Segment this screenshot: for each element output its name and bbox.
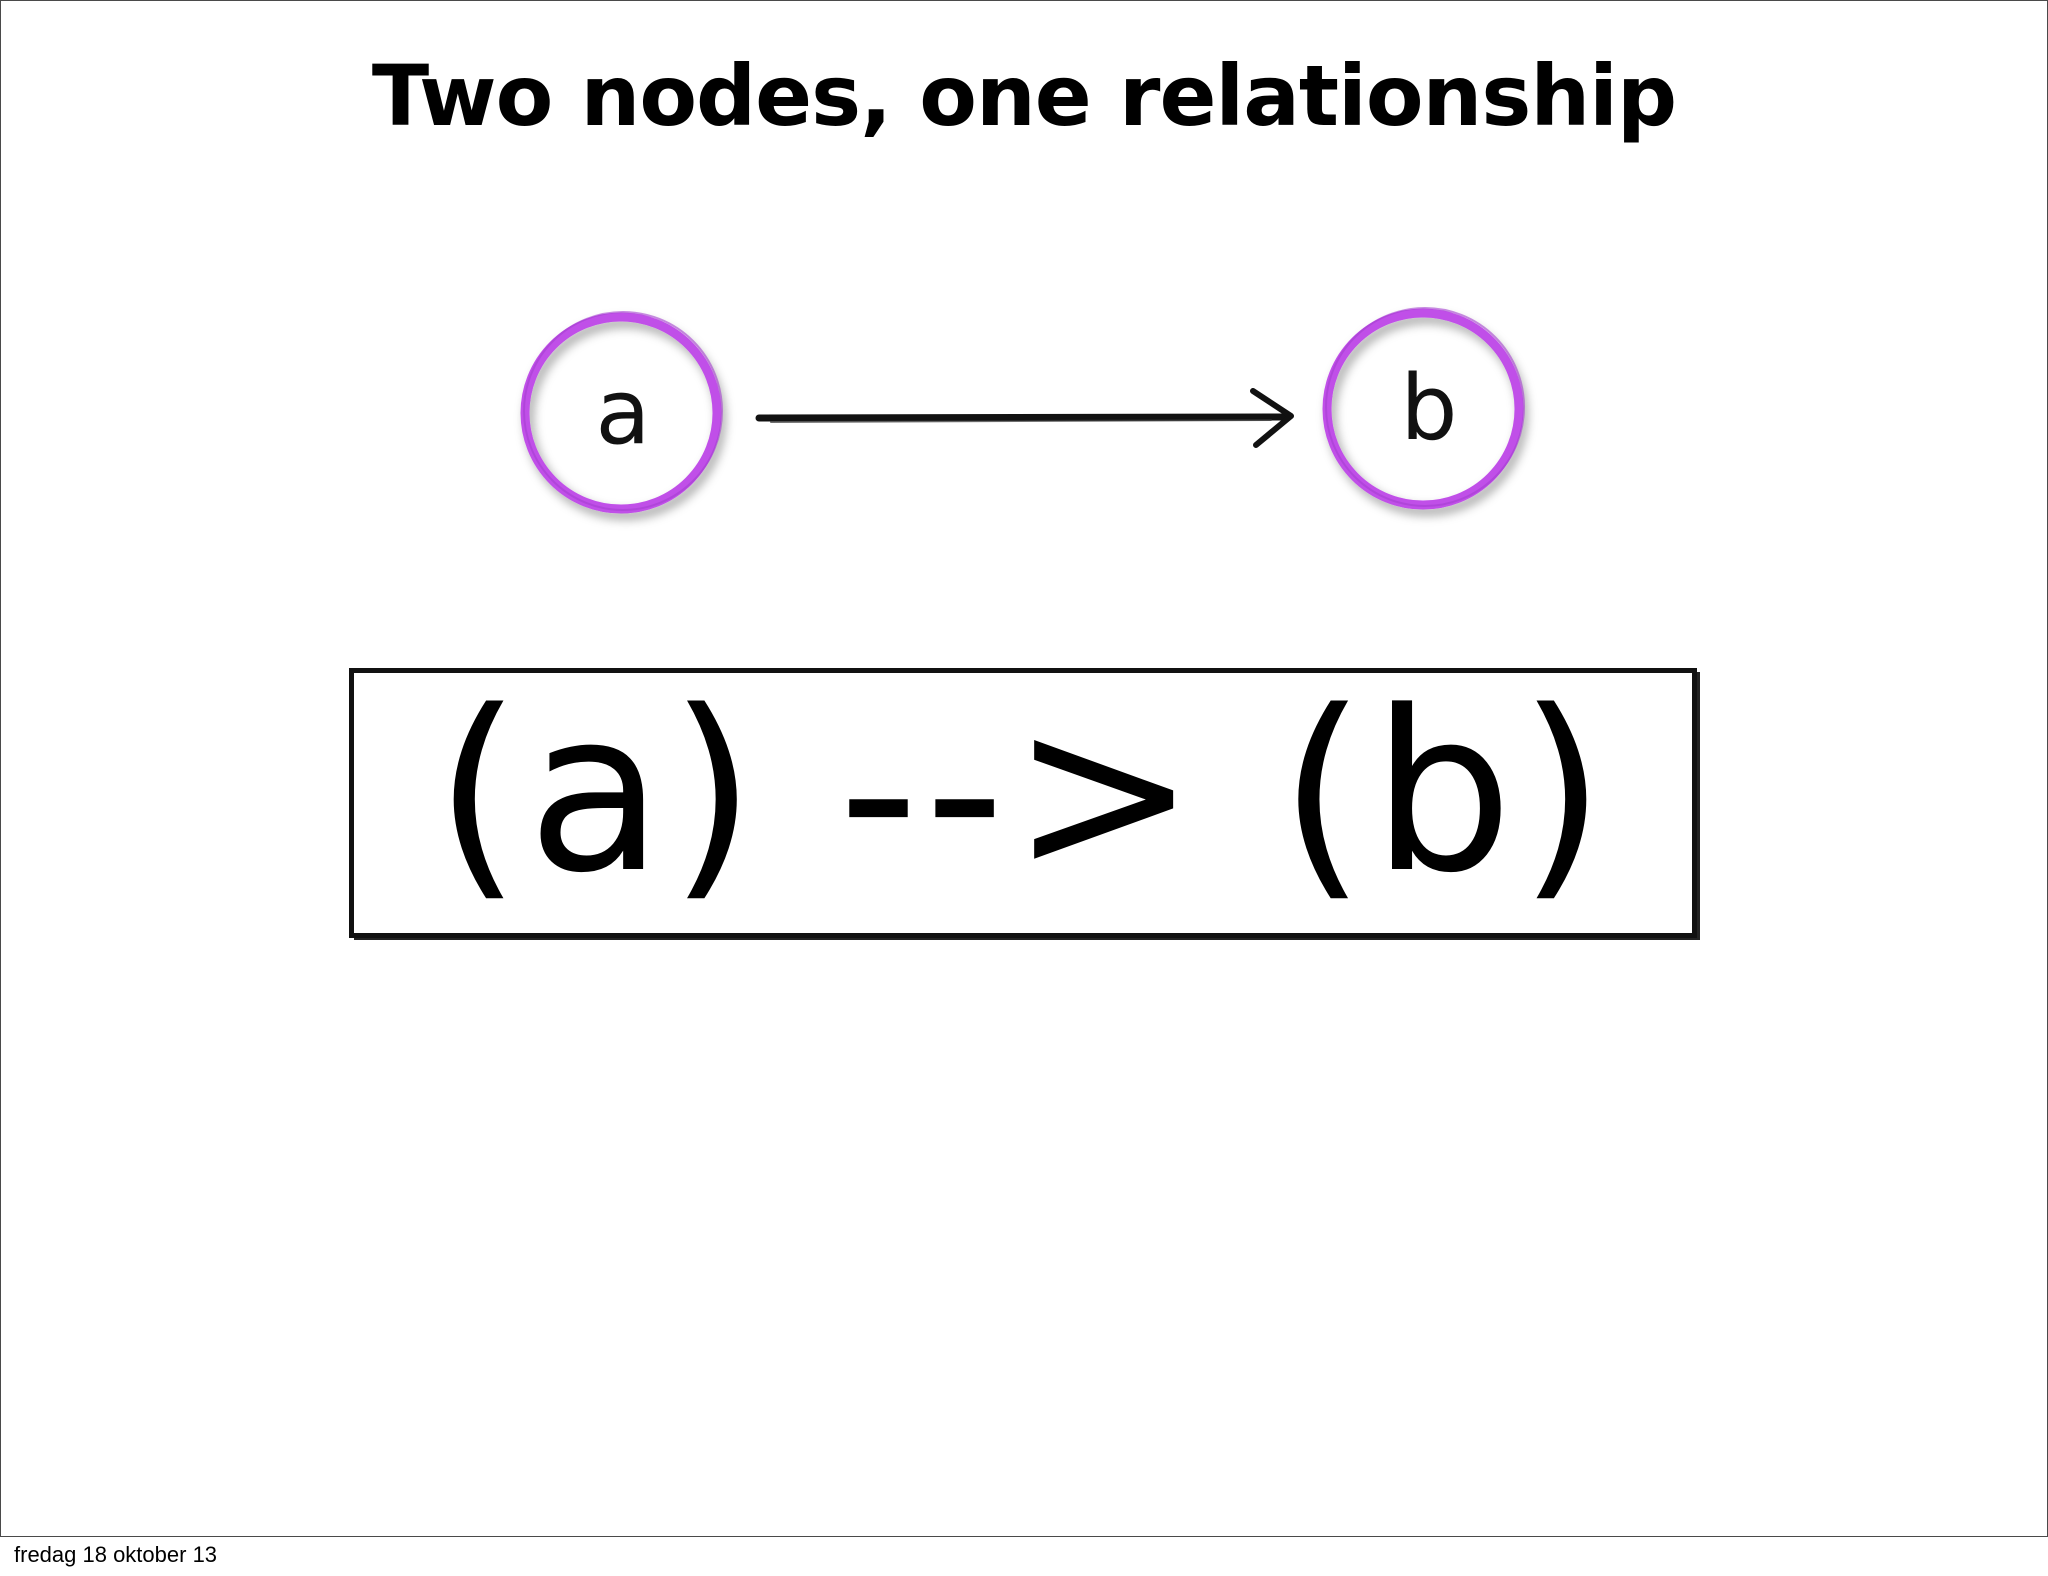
node-a-circle-brush <box>523 311 723 511</box>
slide-title: Two nodes, one relationship <box>371 47 1677 145</box>
slide: Two nodes, one relationship a b (a) --> … <box>0 0 2048 1537</box>
graph-diagram: a b <box>520 307 1525 514</box>
node-b-label: b <box>1400 356 1457 461</box>
node-b: b <box>1322 307 1525 510</box>
edge-arrowhead <box>1250 388 1294 448</box>
relationship-edge <box>755 388 1294 448</box>
footer-date: fredag 18 oktober 13 <box>14 1542 218 1567</box>
node-b-circle-brush <box>1325 307 1525 507</box>
edge-line <box>755 413 1287 422</box>
pattern-text: (a) --> (b) <box>434 664 1612 922</box>
pattern-box: (a) --> (b) <box>349 668 1697 938</box>
node-a: a <box>520 311 723 514</box>
node-a-label: a <box>595 360 650 465</box>
edge-line-brush <box>770 419 1272 423</box>
